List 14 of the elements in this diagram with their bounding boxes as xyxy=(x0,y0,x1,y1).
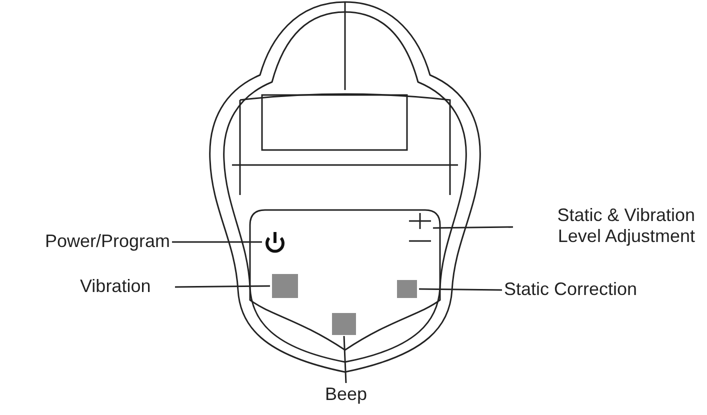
power-icon xyxy=(266,232,284,253)
callout-label: Vibration xyxy=(80,276,173,297)
plus-minus-icon xyxy=(409,213,431,242)
button-square xyxy=(397,280,417,298)
callout-label: Power/Program xyxy=(10,231,170,252)
leader-line xyxy=(172,241,262,243)
leader-line xyxy=(432,226,514,229)
callout-label: Beep xyxy=(316,384,376,405)
leader-line xyxy=(175,285,270,288)
callout-label: Static Correction xyxy=(504,279,674,300)
leader-line xyxy=(418,288,502,291)
callout-label: Static & Vibration Level Adjustment xyxy=(515,205,695,247)
button-square xyxy=(332,313,356,335)
button-square xyxy=(272,274,298,298)
